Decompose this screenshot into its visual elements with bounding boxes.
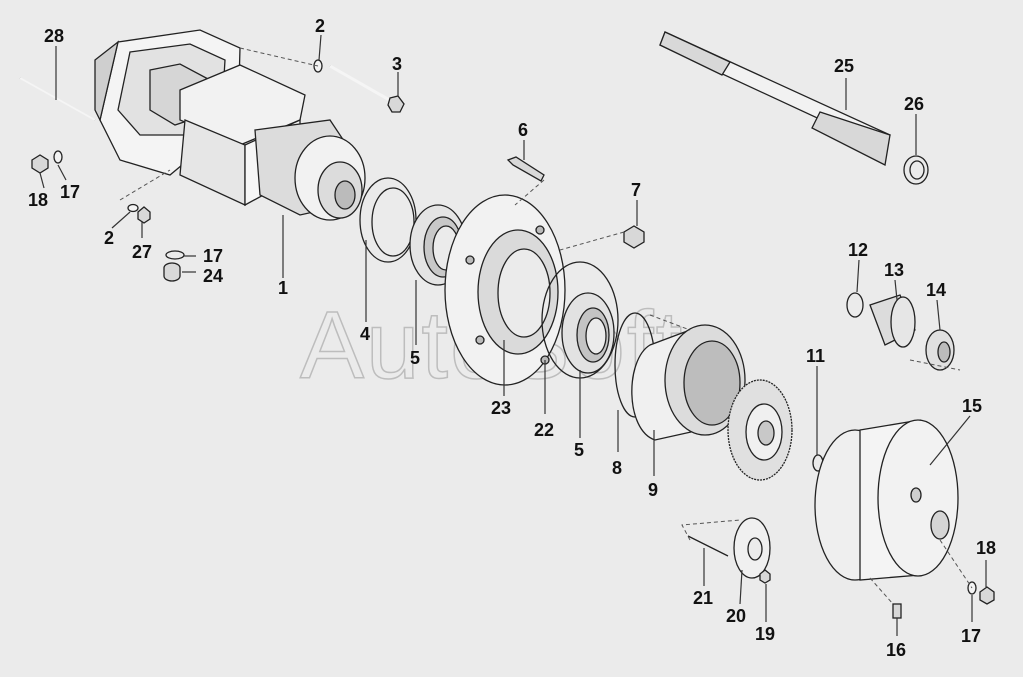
- callout-6: 6: [518, 120, 528, 140]
- lock-plate-20: [733, 517, 771, 579]
- stud-28: [19, 77, 96, 121]
- callout-17-right: 17: [961, 626, 981, 646]
- callout-11: 11: [806, 346, 825, 366]
- ring-26: [903, 155, 929, 185]
- callout-8: 8: [612, 458, 622, 478]
- callout-15: 15: [962, 396, 982, 416]
- callout-18-left: 18: [28, 190, 48, 210]
- washer-nut-27: [127, 203, 151, 224]
- callout-17-left: 17: [60, 182, 80, 202]
- bolt-21: [687, 535, 729, 557]
- callout-21: 21: [693, 588, 713, 608]
- callout-5-left: 5: [410, 348, 420, 368]
- bolt-3: [313, 59, 405, 113]
- callout-17-mid: 17: [203, 246, 223, 266]
- nut-7: [623, 225, 645, 249]
- callout-14: 14: [926, 280, 946, 300]
- callout-2-left: 2: [104, 228, 114, 248]
- callout-3: 3: [392, 54, 402, 74]
- callout-19: 19: [755, 624, 775, 644]
- callout-12: 12: [848, 240, 868, 260]
- callout-13: 13: [884, 260, 904, 280]
- callout-9: 9: [648, 480, 658, 500]
- bearing-5b: [561, 292, 615, 374]
- seal-ring-4: [359, 177, 417, 263]
- callout-26: 26: [904, 94, 924, 114]
- dashed-assembly-lines: [119, 47, 973, 605]
- nut-19: [759, 569, 771, 584]
- callout-20: 20: [726, 606, 746, 626]
- callout-18-right: 18: [976, 538, 996, 558]
- sun-gear-13: [869, 294, 916, 348]
- callout-23: 23: [491, 398, 511, 418]
- callout-2-top: 2: [315, 16, 325, 36]
- gear-14: [925, 329, 955, 371]
- callout-16: 16: [886, 640, 906, 660]
- callout-numbers: 28 2 3 18 17 2 27 17 24 1 4 5 6 7 23 22 …: [28, 16, 996, 660]
- leader-lines: [39, 34, 987, 636]
- callout-7: 7: [631, 180, 641, 200]
- callout-1: 1: [278, 278, 288, 298]
- stud-6: [506, 156, 545, 182]
- callout-27: 27: [132, 242, 152, 262]
- callout-28: 28: [44, 26, 64, 46]
- callout-25: 25: [834, 56, 854, 76]
- hub-flange-23: [444, 194, 566, 386]
- snap-ring-12: [846, 292, 864, 318]
- axle-housing: [94, 29, 366, 221]
- screw-16: [892, 603, 902, 619]
- callout-4: 4: [360, 324, 370, 344]
- planet-carrier-gear: [727, 379, 793, 481]
- axle-shaft-25: [659, 31, 891, 166]
- nut-washer-left: [31, 150, 63, 174]
- callout-5-right: 5: [574, 440, 584, 460]
- planet-cover-15: [814, 419, 959, 581]
- callout-22: 22: [534, 420, 554, 440]
- ring-gear-9: [631, 324, 746, 441]
- callout-24: 24: [203, 266, 223, 286]
- oring-plug-24: [163, 250, 185, 282]
